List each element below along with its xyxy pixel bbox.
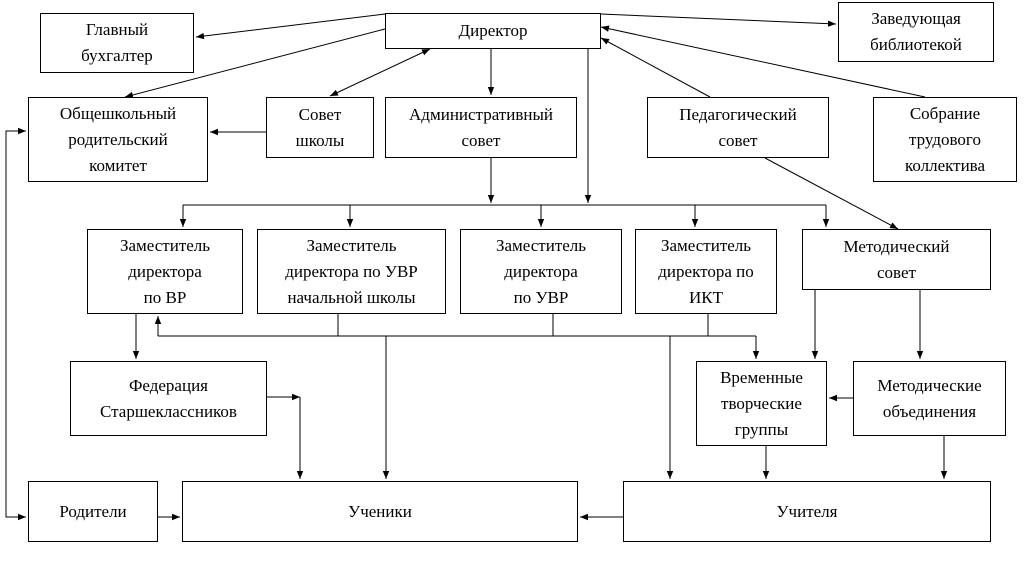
node-senior-federation: Федерация Старшеклассников [70,361,267,436]
node-method-council-label: Методический совет [843,236,950,282]
arrow-director-parent-committee [124,28,386,99]
node-temp-groups: Временные творческие группы [696,361,827,446]
node-deputy-vr-label: Заместитель директора по ВР [119,235,211,307]
node-parents-label: Родители [59,501,127,521]
node-school-council-label: Совет школы [295,104,345,150]
node-temp-groups-label: Временные творческие группы [720,367,803,439]
node-chief-accountant-label: Главный бухгалтер [81,20,153,65]
arrow-director-ped-council [600,37,711,98]
node-parents: Родители [28,481,158,542]
node-deputy-uvr-label: Заместитель директора по УВР [495,235,587,307]
arrow-committee-parents-loop [5,127,26,521]
node-method-assoc-label: Методические объединения [877,375,982,421]
node-library-head: Заведующая библиотекой [838,2,994,62]
node-teachers: Учителя [623,481,991,542]
arrow-director-labor-assembly [600,25,926,98]
node-students: Ученики [182,481,578,542]
node-chief-accountant: Главный бухгалтер [40,13,194,73]
node-deputy-uvr-primary-label: Заместитель директора по УВР начальной ш… [285,235,418,307]
node-admin-council: Административный совет [385,97,577,158]
node-admin-council-label: Административный совет [409,104,553,150]
node-students-label: Ученики [348,501,412,521]
node-deputy-ikt: Заместитель директора по ИКТ [635,229,777,314]
node-labor-assembly-label: Собрание трудового коллектива [904,103,986,175]
node-director: Директор [385,13,601,49]
node-method-assoc: Методические объединения [853,361,1006,436]
node-deputy-vr: Заместитель директора по ВР [87,229,243,314]
node-deputy-uvr: Заместитель директора по УВР [460,229,622,314]
node-school-council: Совет школы [266,97,374,158]
node-parent-committee: Общешкольный родительский комитет [28,97,208,182]
node-director-label: Директор [458,21,528,40]
node-senior-federation-label: Федерация Старшеклассников [100,375,237,421]
node-method-council: Методический совет [802,229,991,290]
arrow-director-school-council [329,48,431,97]
arrow-ped-to-method-council [764,157,899,230]
node-library-head-label: Заведующая библиотекой [870,9,962,54]
node-teachers-label: Учителя [776,501,838,521]
node-ped-council-label: Педагогический совет [679,104,797,150]
node-deputy-ikt-label: Заместитель директора по ИКТ [658,235,754,307]
node-labor-assembly: Собрание трудового коллектива [873,97,1017,182]
node-deputy-uvr-primary: Заместитель директора по УВР начальной ш… [257,229,446,314]
node-ped-council: Педагогический совет [647,97,829,158]
node-parent-committee-label: Общешкольный родительский комитет [59,103,177,175]
arrow-director-accountant [195,13,386,40]
arrow-director-library [600,13,837,27]
